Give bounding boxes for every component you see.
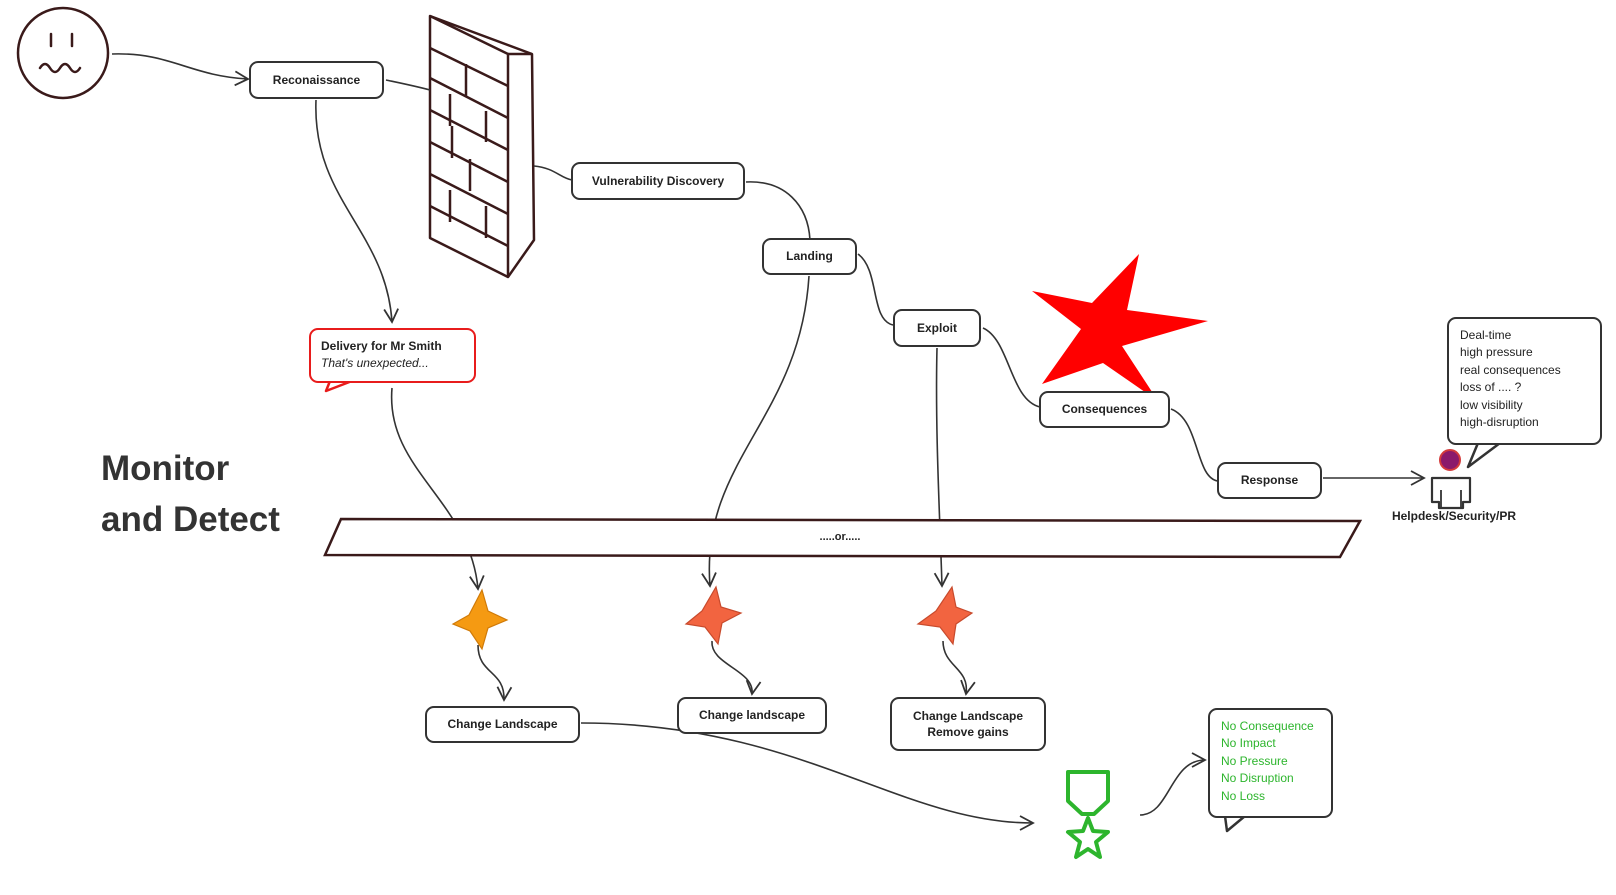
page-title: Monitor and Detect — [101, 444, 280, 546]
person-label: Helpdesk/Security/PR — [1391, 509, 1517, 523]
success-item: No Pressure — [1221, 753, 1288, 768]
pressure-item: low visibility — [1460, 397, 1523, 412]
callout-tail — [1466, 441, 1502, 469]
success-callout: No Consequence No Impact No Pressure No … — [1208, 708, 1333, 818]
delivery-subtitle: That's unexpected... — [321, 356, 429, 371]
change-landscape-3[interactable]: Change Landscape Remove gains — [890, 697, 1046, 751]
title-line-1: Monitor — [101, 449, 230, 488]
detection-bar-label: .....or..... — [819, 531, 861, 543]
red-star-icon — [1032, 254, 1208, 401]
success-item: No Consequence — [1221, 719, 1314, 733]
pressure-item: real consequences — [1460, 362, 1561, 377]
pressure-item: Deal-time — [1460, 328, 1512, 342]
change-landscape-2[interactable]: Change landscape — [677, 697, 827, 734]
pressure-item: high pressure — [1460, 345, 1533, 360]
step-response[interactable]: Response — [1217, 462, 1322, 499]
title-line-2: and Detect — [101, 499, 280, 539]
change-landscape-3-line1: Change Landscape — [912, 708, 1024, 723]
change-landscape-3-line2: Remove gains — [927, 725, 1009, 739]
change-landscape-1[interactable]: Change Landscape — [425, 706, 580, 743]
person-icon — [1430, 449, 1472, 510]
delivery-callout: Delivery for Mr Smith That's unexpected.… — [309, 328, 476, 383]
step-reconaissance[interactable]: Reconaissance — [249, 61, 384, 99]
success-item: No Loss — [1221, 788, 1266, 803]
success-item: No Impact — [1221, 736, 1276, 751]
star-icon — [684, 585, 743, 646]
star-icon — [451, 588, 509, 651]
connectors — [111, 53, 1426, 831]
medal-icon — [1066, 770, 1110, 859]
step-consequences[interactable]: Consequences — [1039, 391, 1170, 428]
success-item: No Disruption — [1221, 771, 1294, 786]
callout-tail — [1223, 814, 1247, 833]
step-landing[interactable]: Landing — [762, 238, 857, 275]
pressure-item: loss of .... ? — [1460, 380, 1522, 395]
pressure-item: high-disruption — [1460, 414, 1539, 429]
pressure-callout: Deal-time high pressure real consequence… — [1447, 317, 1602, 445]
step-vulnerability-discovery[interactable]: Vulnerability Discovery — [571, 162, 745, 200]
worried-face-icon — [16, 6, 110, 100]
detection-bar — [323, 517, 1363, 559]
star-icon — [916, 585, 974, 646]
firewall-icon — [428, 14, 536, 279]
delivery-title: Delivery for Mr Smith — [321, 339, 442, 353]
step-exploit[interactable]: Exploit — [893, 309, 981, 347]
